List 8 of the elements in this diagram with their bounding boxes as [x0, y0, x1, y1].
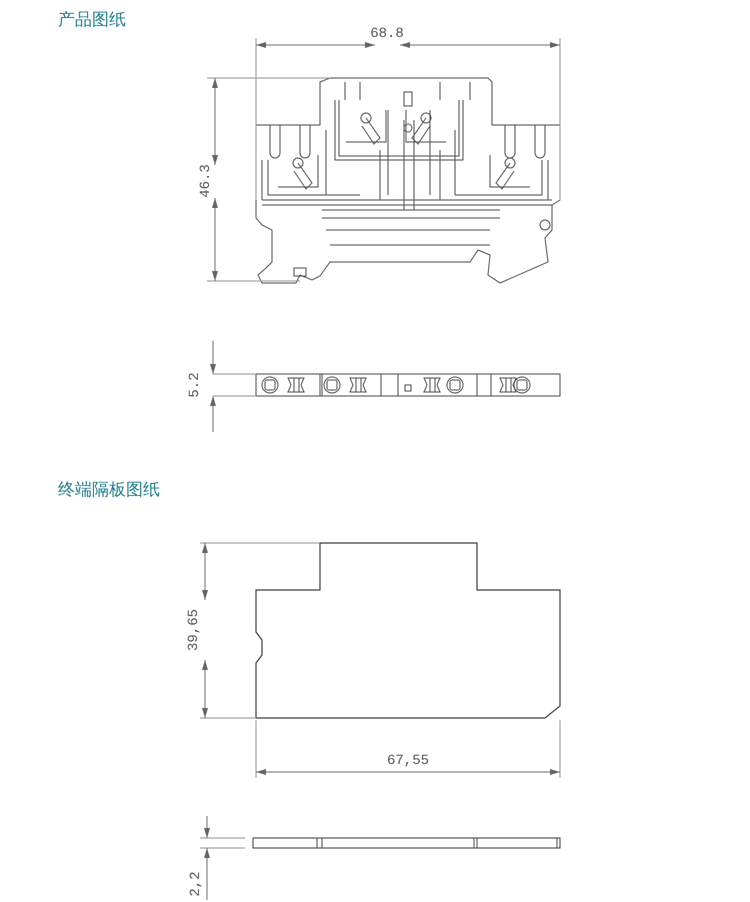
section-heading: 终端隔板图纸 — [58, 479, 160, 501]
dimension-text: 46.3 — [198, 164, 214, 198]
dimension-text: 67,55 — [387, 753, 429, 769]
dimension-text: 68.8 — [370, 26, 404, 42]
section-heading: 产品图纸 — [58, 9, 126, 31]
dimension-text: 2,2 — [188, 871, 204, 897]
dimension-text: 39,65 — [186, 609, 202, 651]
dimension-text: 5.2 — [187, 372, 203, 398]
